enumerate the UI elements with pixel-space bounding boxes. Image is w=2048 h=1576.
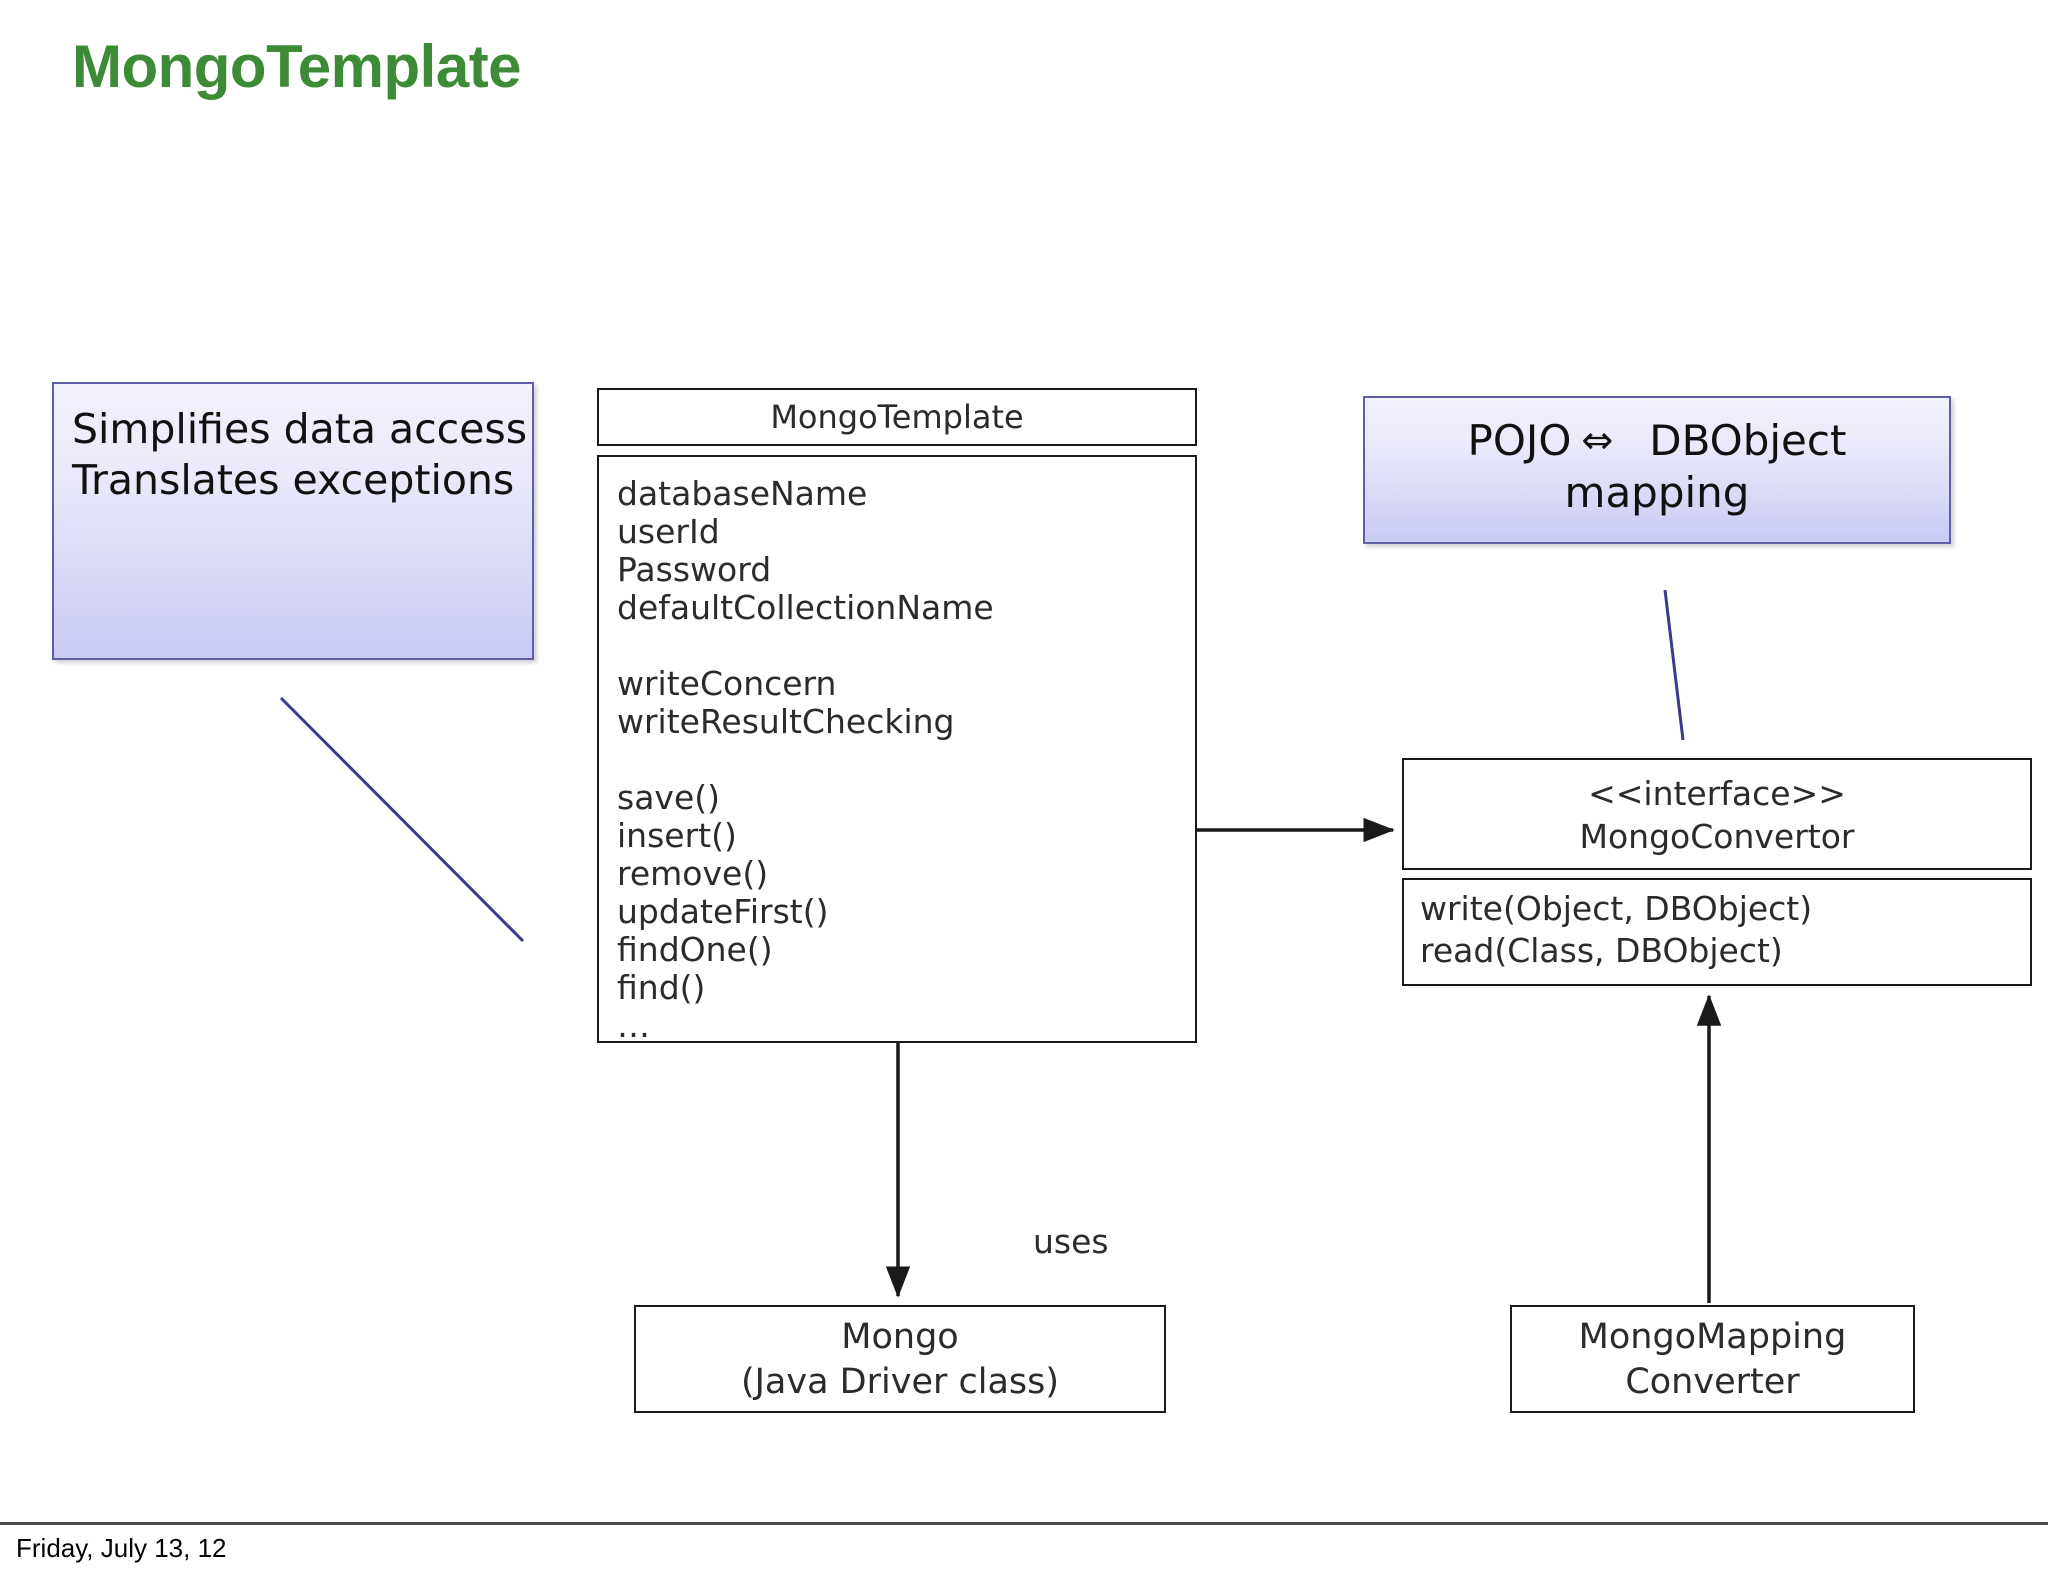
interface-mongoconvertor-header: <<interface>> MongoConvertor <box>1402 758 2032 870</box>
method-item: find() <box>617 968 706 1007</box>
method-item: … <box>617 1006 650 1045</box>
interface-mongoconvertor-name: MongoConvertor <box>1579 817 1855 856</box>
class-mongomapping-line-1: MongoMapping <box>1578 1317 1847 1357</box>
class-mongo-line-1: Mongo <box>841 1317 959 1357</box>
class-mongomapping-line-2: Converter <box>1625 1362 1800 1402</box>
left-right-double-arrow-icon: ⇔ <box>1581 418 1614 462</box>
callout-simplifies-data-access: Simplifies data access Translates except… <box>52 382 534 660</box>
class-mongotemplate-name: MongoTemplate <box>770 398 1024 436</box>
class-mongomapping-converter: MongoMapping Converter <box>1510 1305 1915 1413</box>
pojo-label: POJO <box>1467 416 1572 465</box>
attribute-item: Password <box>617 550 772 589</box>
method-item: save() <box>617 778 720 817</box>
callout-pojo-dbobject-mapping: POJO⇔ DBObject mapping <box>1363 396 1951 544</box>
method-item: findOne() <box>617 930 773 969</box>
leader-line-pojo-mapping <box>1663 589 1685 741</box>
class-mongotemplate-header: MongoTemplate <box>597 388 1197 446</box>
callout-pojo-line-1: POJO⇔ DBObject <box>1365 414 1949 467</box>
page-title: MongoTemplate <box>72 33 522 100</box>
callout-pojo-line-2: mapping <box>1564 468 1750 517</box>
footer-date: Friday, July 13, 12 <box>16 1533 227 1563</box>
method-item: remove() <box>617 854 769 893</box>
method-item: read(Class, DBObject) <box>1420 931 1783 970</box>
leader-line-simplifies <box>279 696 525 943</box>
method-item: write(Object, DBObject) <box>1420 889 1813 928</box>
interface-stereotype: <<interface>> <box>1588 774 1846 813</box>
attribute-item: writeResultChecking <box>617 702 955 741</box>
connector-label-uses: uses <box>1033 1222 1109 1261</box>
attribute-item: userId <box>617 512 720 551</box>
footer-divider <box>0 1522 2048 1525</box>
callout-line-2: Translates exceptions <box>72 456 515 504</box>
method-item: insert() <box>617 816 737 855</box>
interface-mongoconvertor-body: write(Object, DBObject) read(Class, DBOb… <box>1402 878 2032 986</box>
class-mongotemplate-body: databaseName userId Password defaultColl… <box>597 455 1197 1045</box>
class-mongo-java-driver: Mongo (Java Driver class) <box>634 1305 1166 1413</box>
class-mongo-line-2: (Java Driver class) <box>740 1362 1060 1402</box>
dbobject-label: DBObject <box>1649 416 1847 465</box>
callout-line-1: Simplifies data access <box>72 405 528 453</box>
attribute-item: databaseName <box>617 474 868 513</box>
attribute-item: defaultCollectionName <box>617 588 994 627</box>
method-item: updateFirst() <box>617 892 829 931</box>
attribute-item: writeConcern <box>617 664 837 703</box>
